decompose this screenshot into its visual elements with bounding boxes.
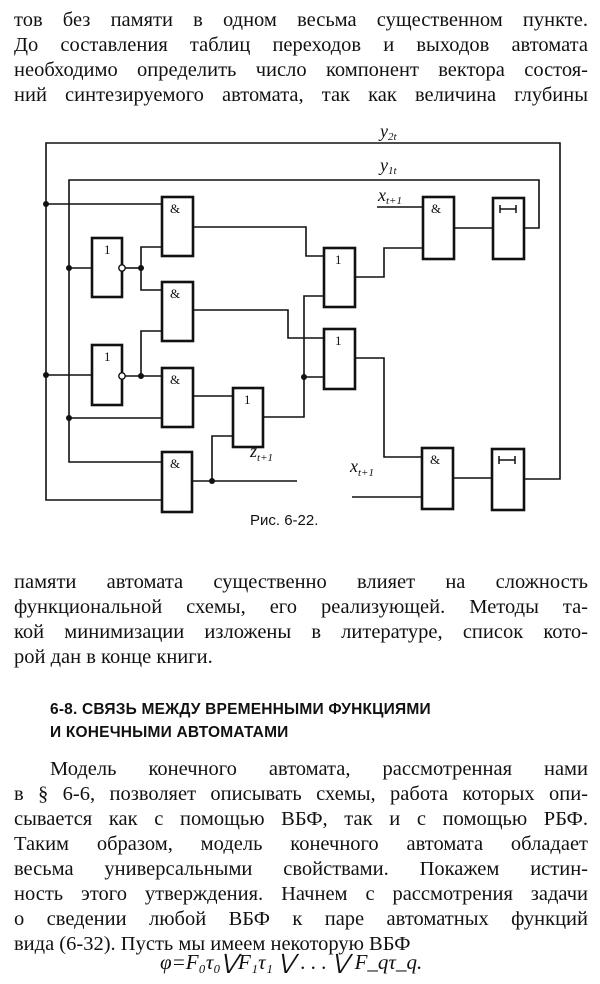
svg-text:xt+1: xt+1 — [377, 185, 402, 207]
text-line: памяти автомата существенно влияет на сл… — [14, 571, 588, 593]
text-line: функциональной схемы, его реализующей. М… — [14, 596, 588, 618]
or-gate — [322, 327, 357, 391]
and-gate — [421, 195, 456, 261]
gate-symbol: 1 — [104, 242, 111, 257]
label-y1: y — [378, 155, 388, 175]
or-gate — [231, 386, 265, 449]
text-line: тов без памяти в одном весьма существенн… — [14, 9, 588, 31]
and-gate — [420, 446, 455, 511]
gate-symbol: & — [431, 201, 441, 216]
and-gate — [160, 366, 195, 429]
junction-dot — [66, 415, 72, 421]
svg-text:zt+1: zt+1 — [249, 441, 273, 464]
wire-y2 — [45, 142, 561, 501]
text-line: в § 6-6, позволяет описывать схемы, рабо… — [14, 783, 588, 805]
gate-symbol: 1 — [335, 252, 342, 267]
delay-element — [490, 447, 526, 512]
text-line: ность этого утверждения. Начнем с рассмо… — [14, 883, 588, 905]
not-gate — [90, 236, 124, 299]
junction-dot — [43, 372, 49, 378]
inverter-bubble — [118, 264, 126, 272]
section-heading: И КОНЕЧНЫМИ АВТОМАТАМИ — [50, 724, 289, 741]
text-line: кой минимизации изложены в литературе, с… — [14, 621, 588, 643]
gate-symbol: & — [430, 452, 440, 467]
text-line: вида (6-32). Пусть мы имеем некоторую ВБ… — [14, 933, 411, 955]
text-line: Модель конечного автомата, рассмотренная… — [50, 758, 588, 780]
label-x-top: x — [377, 185, 386, 205]
junction-dot — [301, 374, 307, 380]
wire-y1 — [68, 179, 540, 463]
gate-symbol: 1 — [104, 349, 111, 364]
text-line: о сведении любой ВБФ к паре автоматных ф… — [14, 908, 588, 930]
svg-text:y1t: y1t — [378, 155, 398, 177]
junction-dot — [66, 265, 72, 271]
or-gate — [322, 246, 357, 309]
text-line: рой дан в конце книги. — [14, 646, 213, 668]
junction-dot — [138, 265, 144, 271]
gate-symbol: 1 — [335, 333, 342, 348]
junction-dot — [209, 478, 215, 484]
text-line: сывается как с помощью ВБФ, так и с помо… — [14, 808, 588, 830]
gate-symbol: & — [170, 286, 180, 301]
svg-text:xt+1: xt+1 — [349, 456, 374, 479]
text-line: Таким образом, модель конечного автомата… — [14, 833, 588, 855]
and-gate — [160, 450, 194, 514]
gate-symbol: & — [170, 456, 180, 471]
junction-dot — [138, 373, 144, 379]
svg-text:y2t: y2t — [378, 121, 398, 143]
junction-dot — [43, 201, 49, 207]
figure-caption: Рис. 6-22. — [250, 512, 319, 529]
label-z: z — [249, 441, 257, 461]
formula: φ=F₀τ₀⋁F₁τ₁ ⋁ . . . ⋁ F_qτ_q. — [160, 950, 423, 974]
gate-symbol: & — [170, 372, 180, 387]
not-gate — [90, 343, 124, 407]
text-line: До составления таблиц переходов и выходо… — [14, 34, 588, 56]
label-y2: y — [378, 121, 388, 141]
and-gate — [160, 195, 195, 258]
section-heading: 6-8. СВЯЗЬ МЕЖДУ ВРЕМЕННЫМИ ФУНКЦИЯМИ — [50, 701, 431, 718]
text-line: весьма универсальными свойствами. Покаже… — [14, 858, 588, 880]
and-gate — [160, 280, 195, 343]
text-line: ний синтезируемого автомата, так как вел… — [14, 84, 588, 106]
delay-element — [491, 196, 526, 261]
label-x-bottom: x — [349, 456, 358, 476]
text-line: необходимо определить число компонент ве… — [14, 59, 588, 81]
inverter-bubble — [118, 372, 126, 380]
gate-symbol: & — [170, 201, 180, 216]
gate-symbol: 1 — [244, 392, 251, 407]
